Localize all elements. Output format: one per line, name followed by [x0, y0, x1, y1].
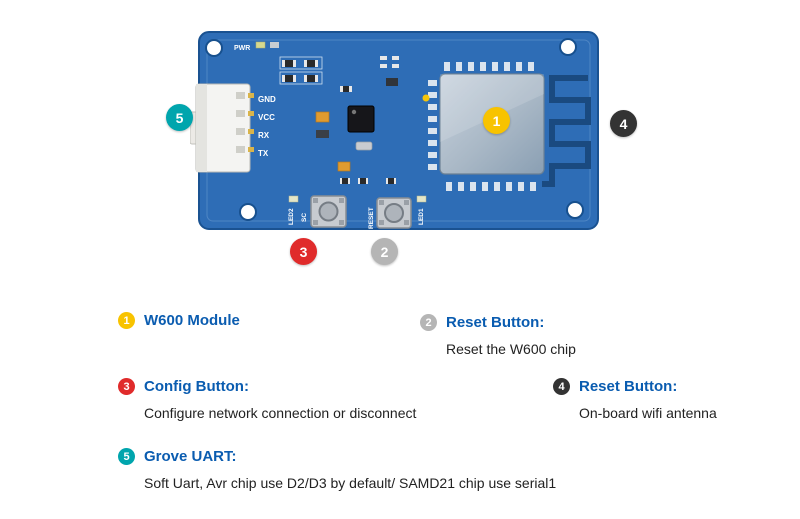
legend-item-1: 1 W600 Module: [118, 312, 240, 339]
legend-title-1: W600 Module: [144, 312, 240, 329]
legend-item-2: 2 Reset Button: Reset the W600 chip: [420, 314, 576, 358]
callout-4-badge: 4: [610, 110, 637, 137]
legend-title-5: Grove UART:: [144, 448, 237, 465]
smd-components: [279, 56, 399, 184]
reset-button-component: [376, 197, 412, 229]
legend-badge-1: 1: [118, 312, 135, 329]
legend-badge-3: 3: [118, 378, 135, 395]
silkscreen-pwr: PWR: [234, 45, 250, 52]
led1-component: [416, 195, 427, 203]
silkscreen-gnd: GND: [258, 95, 276, 104]
legend-badge-2: 2: [420, 314, 437, 331]
silkscreen-pin-labels: GND VCC RX TX: [258, 95, 276, 158]
crystal-oscillator: [355, 141, 373, 151]
wifi-antenna-trace: [542, 75, 591, 187]
legend-title-3: Config Button:: [144, 378, 249, 395]
w600-module: [422, 62, 545, 191]
led2-component: [288, 195, 299, 203]
legend-item-4: 4 Reset Button: On-board wifi antenna: [553, 378, 717, 422]
silkscreen-vcc: VCC: [258, 113, 275, 122]
silkscreen-button-labels: LED2 SC RESET LED1: [288, 207, 425, 229]
legend-desc-4: On-board wifi antenna: [579, 405, 717, 421]
silkscreen-rx: RX: [258, 131, 270, 140]
gold-via-dot: [422, 94, 430, 102]
legend-desc-5: Soft Uart, Avr chip use D2/D3 by default…: [144, 475, 557, 491]
board-image: GND VCC RX TX PWR: [190, 31, 599, 230]
legend-title-4: Reset Button:: [579, 378, 678, 395]
silkscreen-tx: TX: [258, 149, 269, 158]
silkscreen-reset: RESET: [368, 207, 375, 229]
callout-2-badge: 2: [371, 238, 398, 265]
grove-connector: [190, 83, 254, 173]
power-led-area: PWR: [234, 41, 279, 52]
silkscreen-sc: SC: [301, 213, 308, 222]
legend-desc-3: Configure network connection or disconne…: [144, 405, 417, 421]
callout-3-badge: 3: [290, 238, 317, 265]
mounting-holes: [205, 38, 584, 221]
power-led: [255, 41, 266, 49]
legend-desc-2: Reset the W600 chip: [446, 341, 576, 357]
callout-1-badge: 1: [483, 107, 510, 134]
config-button-component: [310, 195, 347, 228]
main-ic-chip: [347, 105, 375, 133]
legend-badge-4: 4: [553, 378, 570, 395]
silkscreen-led2: LED2: [288, 208, 295, 225]
legend-item-5: 5 Grove UART: Soft Uart, Avr chip use D2…: [118, 448, 556, 492]
silkscreen-led1: LED1: [418, 208, 425, 225]
legend-item-3: 3 Config Button: Configure network conne…: [118, 378, 416, 422]
callout-5-badge: 5: [166, 104, 193, 131]
status-leds: [288, 195, 427, 203]
legend-badge-5: 5: [118, 448, 135, 465]
legend-title-2: Reset Button:: [446, 314, 545, 331]
